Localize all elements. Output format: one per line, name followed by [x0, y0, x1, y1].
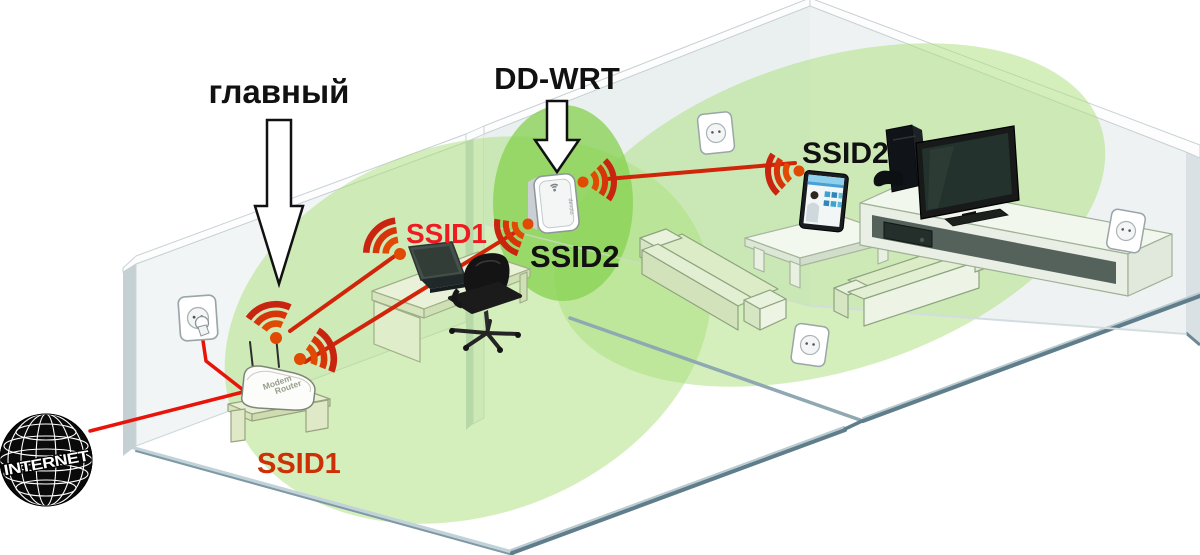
repeater-brand-text: devolo — [567, 198, 575, 215]
wireless-link-router-to-repeater — [303, 231, 516, 364]
tv — [915, 125, 1020, 227]
media-player — [883, 221, 933, 248]
tablet — [798, 170, 849, 233]
right-wall-outer-band — [1186, 152, 1200, 345]
cable-internet-to-router — [88, 389, 249, 433]
main-router-arrow — [253, 118, 305, 289]
floor-edges — [132, 223, 1200, 555]
ddwrt-arrow — [532, 99, 582, 175]
wireless-link-router-to-laptop — [288, 251, 401, 333]
couch-left — [639, 228, 787, 331]
router-top-edge — [246, 370, 311, 393]
right-wall-bottom-edge — [1185, 331, 1200, 347]
internet-globe: INTERNET — [0, 413, 93, 507]
game-controller-icon — [873, 170, 904, 187]
tablet-app-icons — [823, 191, 843, 208]
label-ssid1-bottom: SSID1 — [257, 448, 341, 480]
ddwrt-repeater: devolo — [528, 173, 580, 234]
office-chair — [448, 253, 522, 353]
outlet-floor — [789, 322, 831, 368]
connections — [88, 161, 797, 433]
wireless-link-repeater-to-tablet — [605, 161, 797, 181]
label-ddwrt: DD-WRT — [494, 61, 620, 96]
label-ssid1-laptop: SSID1 — [406, 218, 487, 249]
label-ssid2-repeater: SSID2 — [530, 239, 620, 274]
outlet-back-wall — [696, 110, 736, 156]
repeater-wifi-glyph — [550, 183, 559, 192]
laptop — [407, 241, 473, 293]
router-body — [240, 365, 316, 411]
label-ssid2-tablet: SSID2 — [802, 137, 889, 170]
outlet-right-wall — [1105, 207, 1147, 255]
tablet-person-photo — [810, 191, 819, 200]
router-antenna-left — [249, 341, 254, 370]
label-main-router: главный — [209, 73, 350, 110]
power-plug — [194, 315, 210, 337]
left-wall-edge — [123, 264, 136, 456]
cable-outlet-to-router — [200, 332, 249, 395]
modem-router: Modem Router — [240, 335, 316, 411]
